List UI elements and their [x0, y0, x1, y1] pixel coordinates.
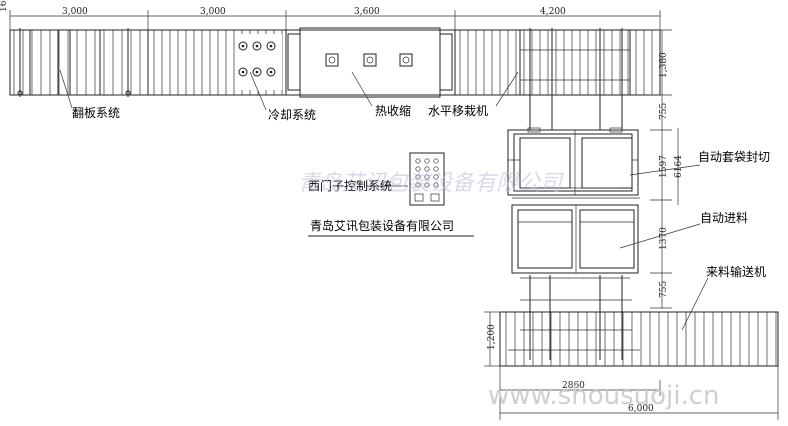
fan-icon — [266, 67, 276, 77]
bottom-left-dimension: 1,200 — [484, 311, 500, 367]
right-dimension-line: 1,380 755 1597 6164 1370 755 — [650, 29, 684, 309]
fan-icon — [238, 41, 248, 51]
dim-right-5: 1370 — [659, 227, 669, 250]
dim-right-3: 1597 — [659, 155, 669, 178]
dim-right-2: 755 — [659, 103, 669, 120]
label-cooling-system: 冷却系统 — [268, 108, 316, 122]
fan-icon — [252, 67, 262, 77]
dim-bottom-left: 1,200 — [487, 324, 497, 350]
fan-icon — [238, 67, 248, 77]
dim-bottom-1: 2860 — [562, 381, 585, 391]
panel-button-icon — [433, 174, 439, 180]
dim-top-4: 4,200 — [540, 7, 566, 17]
label-auto-feed: 自动进料 — [700, 211, 748, 225]
cooling-system-section — [147, 29, 287, 96]
panel-button-icon — [415, 174, 421, 180]
dim-bottom-2: 6,000 — [628, 404, 654, 414]
label-heat-shrink: 热收缩 — [375, 103, 411, 118]
dim-top-3: 3,600 — [354, 7, 380, 17]
dim-top-2: 3,000 — [200, 7, 226, 17]
panel-button-icon — [424, 174, 430, 180]
panel-button-icon — [415, 166, 421, 172]
dim-top-1: 3,000 — [62, 7, 88, 17]
panel-button-icon — [433, 158, 439, 164]
heater-icon-2 — [363, 53, 377, 67]
label-incoming-conveyor: 来料输送机 — [706, 264, 766, 279]
panel-button-icon — [415, 182, 421, 188]
leader-lines — [59, 69, 709, 331]
incoming-conveyor — [499, 275, 779, 367]
bottom-dimension-lines: 2860 6,000 — [499, 366, 779, 420]
fan-icon — [252, 41, 262, 51]
panel-button-icon — [433, 182, 439, 188]
heater-icon-1 — [325, 53, 339, 67]
heater-icon-3 — [399, 53, 413, 67]
flip-system-section — [9, 28, 149, 97]
watermark-site: www.shousuoji.cn — [488, 381, 720, 411]
dim-right-1: 1,380 — [659, 52, 669, 78]
fan-icon — [266, 41, 276, 51]
panel-button-icon — [433, 166, 439, 172]
dim-right-4: 6164 — [674, 155, 684, 178]
label-horizontal-transfer: 水平移栽机 — [428, 104, 488, 118]
siemens-control-panel — [366, 152, 445, 206]
label-siemens-control: 西门子控制系统 — [308, 178, 392, 193]
panel-button-icon — [424, 166, 430, 172]
panel-button-icon — [415, 158, 421, 164]
dim-left-small: 166 — [0, 0, 9, 12]
label-auto-bag-seal-cut: 自动套袋封切 — [698, 150, 770, 164]
watermark-company: 青岛艾讯包装设备有限公司 — [298, 171, 564, 196]
dim-right-6: 755 — [659, 281, 669, 298]
heat-shrink-section — [285, 27, 456, 98]
label-company-name: 青岛艾讯包装设备有限公司 — [310, 218, 454, 233]
label-flip-system: 翻板系统 — [72, 106, 120, 120]
top-dimension-line: 3,000 3,000 3,600 4,200 166 — [0, 0, 661, 30]
auto-bag-seal-cut-module — [507, 127, 640, 199]
horizontal-transfer-section — [454, 28, 661, 130]
panel-button-icon — [424, 158, 430, 164]
panel-button-icon — [424, 182, 430, 188]
auto-feed-module — [511, 204, 639, 279]
